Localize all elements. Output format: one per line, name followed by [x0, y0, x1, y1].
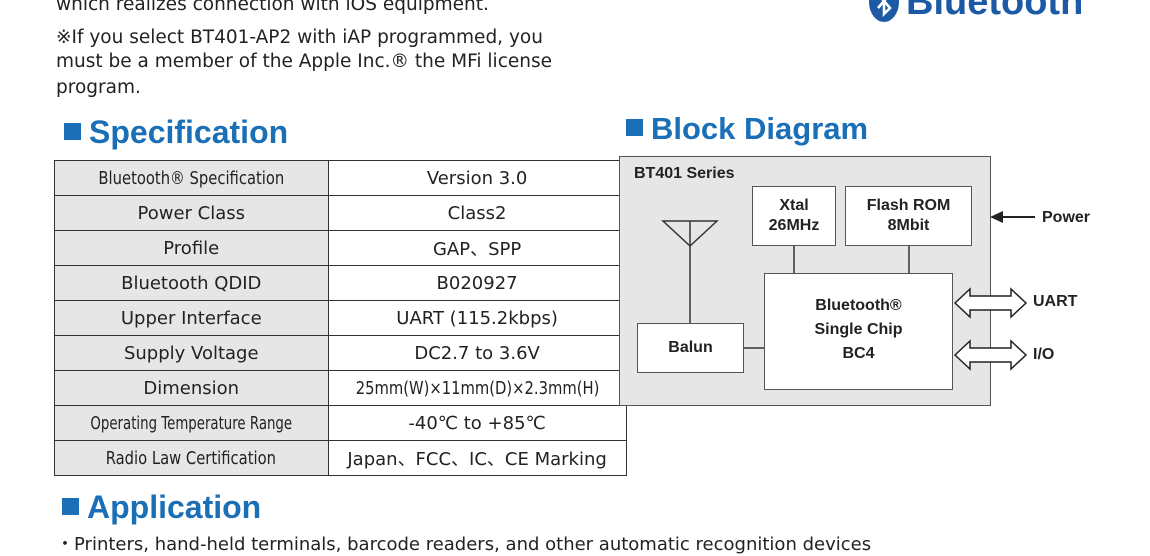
- application-heading: Application: [62, 489, 261, 526]
- square-bullet-icon: [64, 123, 81, 140]
- table-row: Upper Interface UART (115.2kbps): [54, 300, 627, 336]
- spec-key: Bluetooth QDID: [121, 272, 262, 294]
- table-row: Supply Voltage DC2.7 to 3.6V: [54, 335, 627, 371]
- bluetooth-chip-block: Bluetooth® Single Chip BC4: [764, 273, 953, 390]
- spec-value: B020927: [436, 272, 518, 294]
- intro-line-1: which realizes connection with iOS equip…: [56, 0, 489, 15]
- power-arrow-icon: [990, 211, 1003, 223]
- application-text: ・Printers, hand-held terminals, barcode …: [56, 534, 872, 555]
- spec-key: Bluetooth® Specification: [98, 167, 285, 189]
- balun-block: Balun: [637, 323, 744, 373]
- spec-key: Supply Voltage: [123, 342, 259, 364]
- uart-label: UART: [1033, 293, 1078, 310]
- spec-key: Dimension: [143, 377, 240, 399]
- bd-series-label: BT401 Series: [634, 165, 735, 182]
- spec-value: Version 3.0: [426, 167, 528, 189]
- square-bullet-icon: [626, 119, 643, 136]
- spec-value: Japan、FCC、IC、CE Marking: [347, 449, 607, 470]
- spec-key: Operating Temperature Range: [90, 412, 293, 434]
- spec-value: Class2: [447, 202, 507, 224]
- spec-value: -40℃ to +85℃: [408, 412, 546, 434]
- table-row: Profile GAP、SPP: [54, 230, 627, 266]
- spec-key: Upper Interface: [120, 307, 262, 329]
- flash-rom-block: Flash ROM 8Mbit: [845, 186, 972, 246]
- table-row: Dimension 25mm(W)×11mm(D)×2.3mm(H): [54, 370, 627, 406]
- spec-value: 25mm(W)×11mm(D)×2.3mm(H): [355, 377, 599, 399]
- spec-value: DC2.7 to 3.6V: [414, 342, 540, 364]
- intro-line-3: must be a member of the Apple Inc.® the …: [56, 51, 552, 72]
- io-label: I/O: [1033, 346, 1055, 363]
- spec-value: UART (115.2kbps): [396, 307, 558, 329]
- uart-double-arrow-icon: [953, 287, 1028, 319]
- power-label: Power: [1042, 209, 1091, 226]
- spec-key: Power Class: [137, 202, 246, 224]
- xtal-block: Xtal 26MHz: [752, 186, 836, 246]
- block-diagram-heading: Block Diagram: [626, 111, 868, 147]
- intro-line-4: program.: [56, 77, 141, 98]
- spec-value: GAP、SPP: [432, 239, 522, 260]
- spec-key: Profile: [163, 237, 220, 259]
- bluetooth-logo: Bluetooth: [866, 0, 1086, 30]
- table-row: Power Class Class2: [54, 195, 627, 231]
- specification-table: Bluetooth® Specification Version 3.0 Pow…: [54, 160, 627, 476]
- square-bullet-icon: [62, 498, 79, 515]
- table-row: Radio Law Certification Japan、FCC、IC、CE …: [54, 440, 627, 476]
- table-row: Bluetooth® Specification Version 3.0: [54, 160, 627, 196]
- table-row: Operating Temperature Range -40℃ to +85℃: [54, 405, 627, 441]
- specification-heading: Specification: [64, 114, 288, 151]
- table-row: Bluetooth QDID B020927: [54, 265, 627, 301]
- bluetooth-logo-text: Bluetooth: [906, 0, 1083, 23]
- io-double-arrow-icon: [953, 339, 1028, 371]
- spec-key: Radio Law Certification: [106, 447, 277, 469]
- intro-line-2: ※If you select BT401-AP2 with iAP progra…: [56, 27, 543, 48]
- block-diagram-wires: [661, 211, 1035, 371]
